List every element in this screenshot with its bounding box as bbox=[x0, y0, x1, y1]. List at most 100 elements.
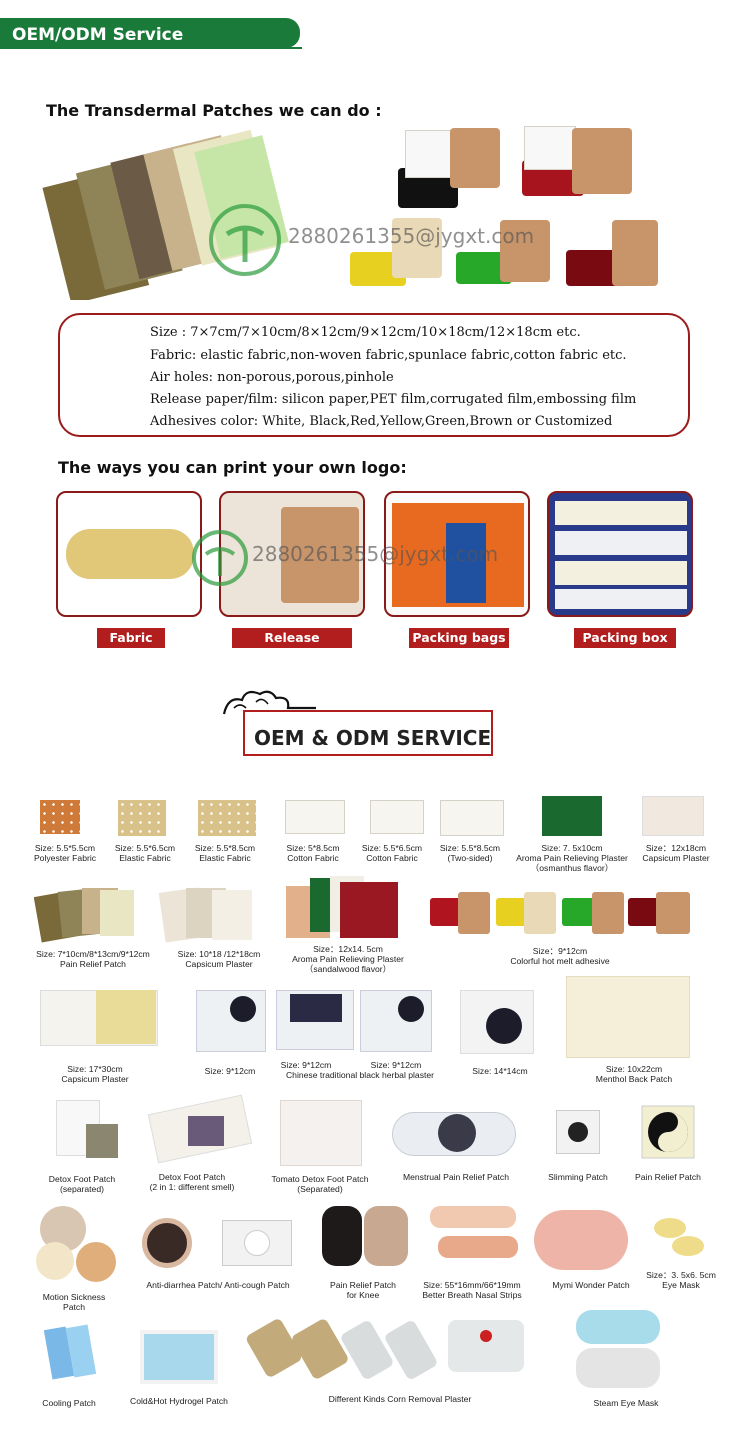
brown-hot-melt-swatch-3 bbox=[656, 892, 690, 934]
size-text: Size: 9*12cm bbox=[204, 1066, 256, 1076]
variant-text: (separated) bbox=[60, 1184, 104, 1194]
product-name: Capsicum Plaster bbox=[185, 959, 253, 969]
packing-box-print-box bbox=[547, 491, 693, 617]
product-name: Anti-diarrhea Patch/ Anti-cough Patch bbox=[146, 1280, 290, 1290]
spec-fabric: Fabric: elastic fabric,non-woven fabric,… bbox=[150, 348, 627, 363]
size-text: Size: 5.5*8.5cm bbox=[439, 843, 501, 853]
product-name: Menstrual Pain Relief Patch bbox=[402, 1172, 510, 1182]
caption-r3-2: Size: 9*12cm bbox=[190, 1066, 270, 1076]
flavor-text: （sandalwood flavor） bbox=[304, 964, 392, 974]
cotton-patch-swatch bbox=[285, 800, 345, 834]
caption-r4-3: Tomato Detox Foot Patch(Separated) bbox=[258, 1174, 382, 1194]
product-name: Aroma Pain Relieving Plaster bbox=[292, 954, 404, 964]
brand-logo-watermark-2 bbox=[192, 530, 248, 586]
fabric-label: Fabric bbox=[97, 628, 165, 648]
menthol-back-patch-image bbox=[566, 976, 690, 1058]
patches-heading: The Transdermal Patches we can do : bbox=[46, 101, 382, 120]
header-banner-underline bbox=[0, 47, 302, 49]
aroma-plaster-swatch bbox=[542, 796, 602, 836]
product-name: Motion Sickness bbox=[42, 1292, 106, 1302]
oem-odm-title-frame bbox=[243, 710, 493, 756]
oem-odm-title: OEM & ODM SERVICE bbox=[254, 726, 492, 750]
product-name: Detox Foot Patch bbox=[158, 1172, 226, 1182]
aroma-plaster-sandalwood-stack bbox=[286, 876, 398, 938]
size-text: Size: 9*12cm bbox=[370, 1060, 422, 1070]
product-name: Cooling Patch bbox=[42, 1398, 96, 1408]
product-name: Menthol Back Patch bbox=[595, 1074, 673, 1084]
menstrual-pain-circle bbox=[438, 1114, 476, 1152]
green-hot-melt-swatch bbox=[562, 898, 596, 926]
release-paper-print-box bbox=[219, 491, 365, 617]
brown-patch-swatch-4 bbox=[612, 220, 658, 286]
size-text: Size: 5*8.5cm bbox=[286, 843, 340, 853]
size-text: Size: 5.5*6.5cm bbox=[361, 843, 423, 853]
knee-patch-beige bbox=[364, 1206, 408, 1266]
product-name: Capsicum Plaster bbox=[642, 853, 710, 863]
caption-r4-6: Pain Relief Patch bbox=[620, 1172, 716, 1182]
anti-diarrhea-patch bbox=[142, 1218, 192, 1268]
nasal-strip-small bbox=[438, 1236, 518, 1258]
product-name: Different Kinds Corn Removal Plaster bbox=[328, 1394, 472, 1404]
spec-air-holes: Air holes: non-porous,porous,pinhole bbox=[150, 370, 394, 385]
slimming-patch bbox=[556, 1110, 600, 1154]
size-text: Size: 5.5*6.5cm bbox=[114, 843, 176, 853]
cloud-ornament-icon bbox=[222, 690, 316, 715]
caption-r4-2: Detox Foot Patch(2 in 1: different smell… bbox=[132, 1172, 252, 1192]
brown-patch-swatch-2 bbox=[572, 128, 632, 194]
product-name: Detox Foot Patch bbox=[48, 1174, 116, 1184]
size-text: Size: 9*12cm bbox=[280, 1060, 332, 1070]
product-name: Mymi Wonder Patch bbox=[552, 1280, 630, 1290]
product-name: Pain Relief Patch bbox=[635, 1172, 701, 1182]
size-text: Size: 17*30cm bbox=[67, 1064, 123, 1074]
size-text: Size：12x14. 5cm bbox=[313, 944, 383, 954]
herbal-dot bbox=[230, 996, 256, 1022]
product-name: Elastic Fabric bbox=[119, 853, 171, 863]
size-text: Size: 7*10cm/8*13cm/9*12cm bbox=[36, 949, 150, 959]
release-paper-label: Release paper/film bbox=[232, 628, 352, 665]
size-text: Size: 55*16mm/66*19mm bbox=[423, 1280, 521, 1290]
email-watermark-2: 2880261355@jygxt.com bbox=[252, 542, 499, 566]
pain-relief-patch-stack bbox=[34, 888, 134, 943]
caption-r4-5: Slimming Patch bbox=[536, 1172, 620, 1182]
product-name-2: Patch bbox=[63, 1302, 85, 1312]
caption-r3-3c: Chinese traditional black herbal plaster bbox=[266, 1070, 454, 1080]
spec-size: Size : 7×7cm/7×10cm/8×12cm/9×12cm/10×18c… bbox=[150, 325, 581, 340]
cotton-patch-swatch-2 bbox=[370, 800, 424, 834]
caption-r6-4: Steam Eye Mask bbox=[580, 1398, 672, 1408]
product-name: Aroma Pain Relieving Plaster bbox=[516, 853, 628, 863]
product-name: Colorful hot melt adhesive bbox=[510, 956, 610, 966]
product-name: Pain Relief Patch bbox=[330, 1280, 396, 1290]
caption-r1-6: Size: 5.5*8.5cm(Two-sided) bbox=[430, 843, 510, 863]
corn-plaster-1 bbox=[244, 1317, 304, 1379]
black-herbal-circle bbox=[486, 1008, 522, 1044]
caption-r3-4: Size: 14*14cm bbox=[460, 1066, 540, 1076]
product-name: Polyester Fabric bbox=[33, 853, 97, 863]
spec-adhesive-color: Adhesives color: White, Black,Red,Yellow… bbox=[150, 414, 613, 429]
size-text: Size: 14*14cm bbox=[472, 1066, 528, 1076]
tomato-detox-patch bbox=[280, 1100, 362, 1166]
corn-plaster-2 bbox=[290, 1317, 350, 1381]
size-text: Size: 10x22cm bbox=[605, 1064, 663, 1074]
product-name: Elastic Fabric bbox=[199, 853, 251, 863]
variant-text: (Separated) bbox=[297, 1184, 343, 1194]
product-name: Cotton Fabric bbox=[366, 853, 418, 863]
size-text: Size: 10*18 /12*18cm bbox=[177, 949, 261, 959]
header-banner bbox=[0, 18, 300, 48]
caption-r3-3b: Size: 9*12cm bbox=[366, 1060, 426, 1070]
caption-r5-2: Anti-diarrhea Patch/ Anti-cough Patch bbox=[124, 1280, 312, 1290]
product-name: (Two-sided) bbox=[447, 853, 493, 863]
caption-r5-5: Mymi Wonder Patch bbox=[536, 1280, 646, 1290]
yin-yang-pain-patch bbox=[641, 1105, 695, 1159]
product-name: Pain Relief Patch bbox=[60, 959, 126, 969]
eye-mask-left bbox=[654, 1218, 686, 1238]
capsicum-plaster-stack bbox=[158, 887, 252, 943]
caption-r3-3a: Size: 9*12cm bbox=[276, 1060, 336, 1070]
knee-patch-black bbox=[322, 1206, 362, 1266]
packing-box-row-1 bbox=[555, 501, 687, 525]
detox-foot-patch-purple bbox=[188, 1116, 224, 1146]
